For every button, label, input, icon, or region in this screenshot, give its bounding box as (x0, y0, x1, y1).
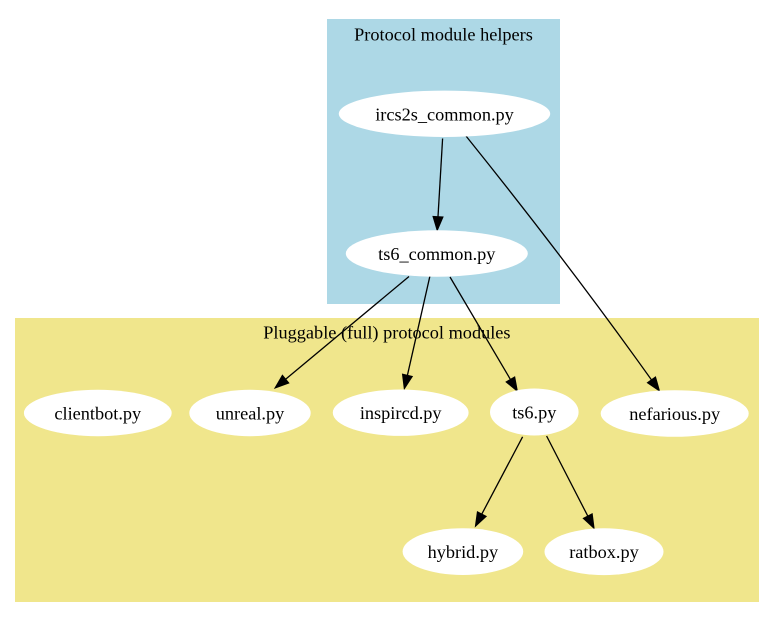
svg-text:ircs2s_common.py: ircs2s_common.py (375, 104, 514, 124)
svg-text:ratbox.py: ratbox.py (569, 542, 639, 562)
svg-text:clientbot.py: clientbot.py (54, 404, 142, 424)
svg-text:unreal.py: unreal.py (216, 404, 285, 424)
svg-text:hybrid.py: hybrid.py (428, 542, 499, 562)
svg-text:ts6_common.py: ts6_common.py (378, 244, 496, 264)
svg-text:inspircd.py: inspircd.py (360, 403, 443, 423)
svg-text:Pluggable (full) protocol modu: Pluggable (full) protocol modules (263, 322, 510, 343)
svg-text:ts6.py: ts6.py (512, 403, 557, 423)
svg-text:nefarious.py: nefarious.py (629, 404, 721, 424)
svg-text:Protocol module helpers: Protocol module helpers (354, 25, 533, 45)
